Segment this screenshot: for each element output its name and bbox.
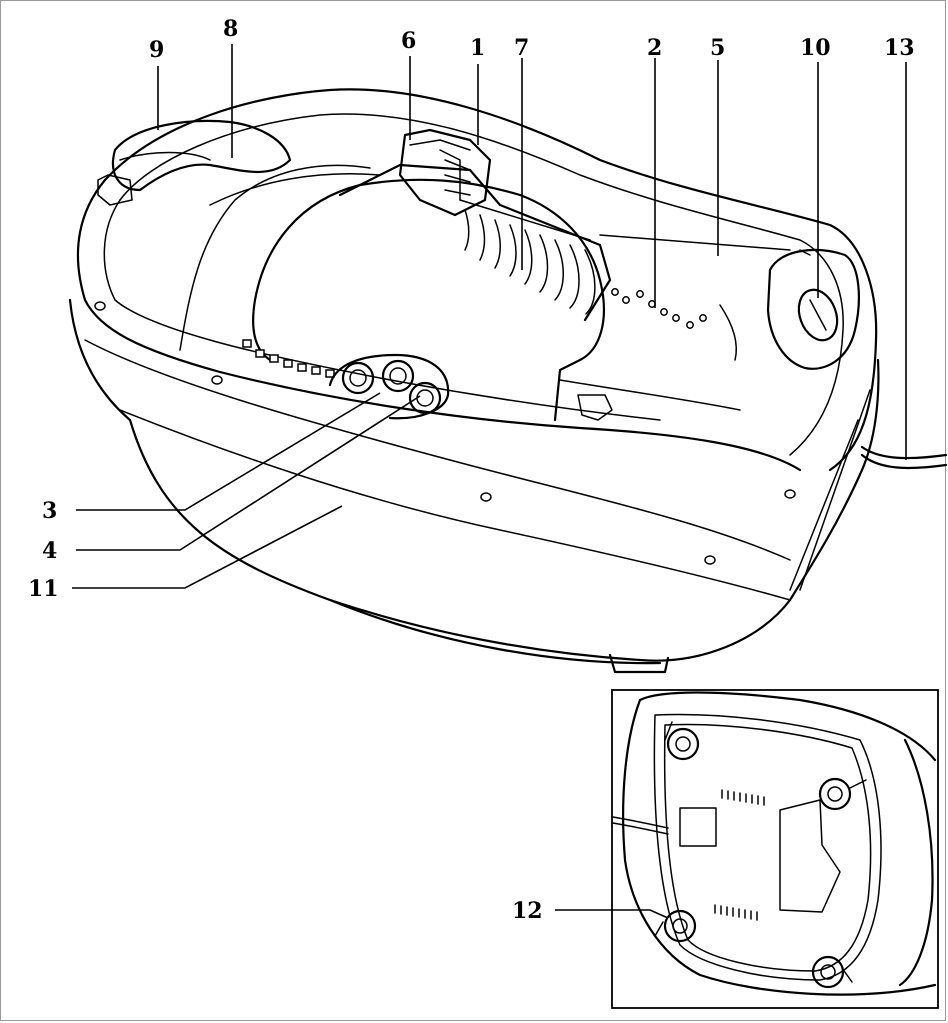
inset-bottom-view — [611, 689, 939, 1009]
callout-6: 6 — [401, 28, 416, 54]
callout-1: 1 — [470, 35, 485, 61]
leader-lines — [72, 44, 907, 919]
vent-ticks — [714, 789, 765, 921]
air-holes-left — [242, 339, 335, 378]
air-holes-right — [611, 288, 707, 329]
callout-10: 10 — [800, 35, 831, 61]
callout-9: 9 — [149, 37, 164, 63]
main-device-drawing — [68, 88, 948, 674]
callout-4: 4 — [42, 538, 57, 564]
callout-13: 13 — [884, 35, 915, 61]
callout-11: 11 — [28, 576, 59, 602]
callout-12: 12 — [512, 898, 543, 924]
callout-2: 2 — [647, 35, 662, 61]
ribbed-slope — [464, 209, 596, 315]
callout-labels: 1 2 3 4 5 6 7 8 9 10 11 12 13 — [28, 16, 915, 924]
callout-7: 7 — [514, 35, 529, 61]
callout-8: 8 — [223, 16, 238, 42]
callout-3: 3 — [42, 498, 57, 524]
rubber-feet — [654, 721, 867, 989]
callout-5: 5 — [710, 35, 725, 61]
